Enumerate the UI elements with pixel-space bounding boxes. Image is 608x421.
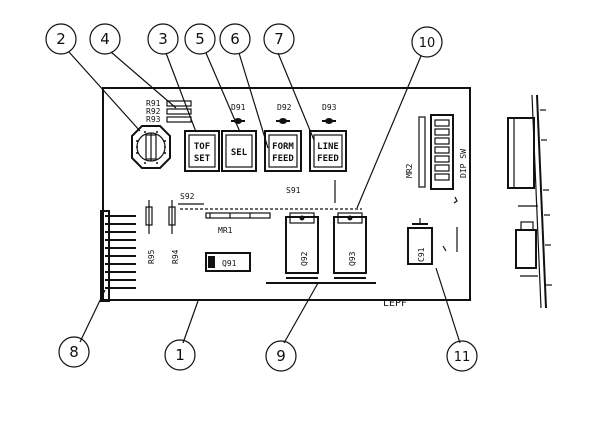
label-r93: R93 (146, 115, 161, 124)
callout-6: 6 (219, 23, 251, 55)
callout-6-number: 6 (230, 30, 240, 48)
callout-5-number: 5 (195, 30, 205, 48)
callout-7-number: 7 (274, 30, 284, 48)
key-sel-label: SEL (231, 148, 248, 158)
key-form-line1: FORM (272, 142, 294, 152)
callout-8-number: 8 (69, 343, 79, 361)
callout-4: 4 (89, 23, 121, 55)
callout-3: 3 (147, 23, 179, 55)
label-s92: S92 (180, 192, 195, 201)
callout-11: 11 (446, 340, 478, 372)
regulator-q93: Q93 (333, 212, 367, 279)
callout-4-number: 4 (100, 30, 110, 48)
label-r91: R91 (146, 99, 161, 108)
side-view (507, 94, 552, 309)
leader-lines (68, 51, 461, 344)
label-d91: D91 (231, 103, 246, 112)
key-tof-line2: SET (194, 154, 211, 164)
callout-7: 7 (263, 23, 295, 55)
label-c91: C91 (417, 247, 426, 262)
key-line-feed: LINE FEED (309, 130, 347, 172)
label-mr2: MR2 (405, 163, 414, 178)
label-r95: R95 (147, 249, 156, 264)
callout-2-number: 2 (56, 30, 66, 48)
callout-1: 1 (164, 339, 196, 371)
label-q92: Q92 (300, 251, 309, 266)
callout-11-number: 11 (454, 350, 471, 365)
transistor-q91: Q91 (205, 252, 251, 272)
callout-2: 2 (45, 23, 77, 55)
callout-5: 5 (184, 23, 216, 55)
label-d93: D93 (322, 103, 337, 112)
callout-9-number: 9 (276, 347, 286, 365)
key-form-line2: FEED (272, 154, 294, 164)
label-q91: Q91 (222, 259, 237, 268)
edge-connector (100, 210, 136, 302)
label-board: LEPF (383, 298, 407, 309)
dip-switch: DIP SW (430, 114, 468, 190)
callout-8: 8 (58, 336, 90, 368)
leds: D91 D92 D93 (231, 103, 337, 124)
callout-9: 9 (265, 340, 297, 372)
label-r94: R94 (171, 249, 180, 264)
capacitor-c91: C91 (407, 218, 433, 265)
key-line-line1: LINE (317, 142, 339, 152)
resistors-r94-r95: R95 R94 (145, 200, 180, 264)
resistors-r91-r93: R91 R92 R93 (146, 99, 192, 124)
label-dip-sw: DIP SW (459, 149, 468, 178)
callout-1-number: 1 (175, 346, 185, 364)
label-mr1: MR1 (218, 226, 233, 235)
label-d92: D92 (277, 103, 292, 112)
rotary-switch (131, 125, 171, 169)
switch-traces: S92 S91 (178, 180, 362, 210)
regulator-q92: Q92 (285, 212, 319, 279)
key-line-line2: FEED (317, 154, 339, 164)
callout-3-number: 3 (158, 30, 168, 48)
key-tof-set: TOF SET (184, 130, 220, 172)
mr1-connector: MR1 (205, 212, 271, 235)
label-s91: S91 (286, 186, 301, 195)
key-form-feed: FORM FEED (264, 130, 302, 172)
label-r92: R92 (146, 107, 161, 116)
key-tof-line1: TOF (194, 142, 210, 152)
mr2-strip: MR2 (405, 116, 426, 188)
callout-10: 10 (411, 26, 443, 58)
key-sel: SEL (221, 130, 257, 172)
pcb-board (102, 87, 471, 301)
label-q93: Q93 (348, 251, 357, 266)
callout-10-number: 10 (419, 36, 436, 51)
